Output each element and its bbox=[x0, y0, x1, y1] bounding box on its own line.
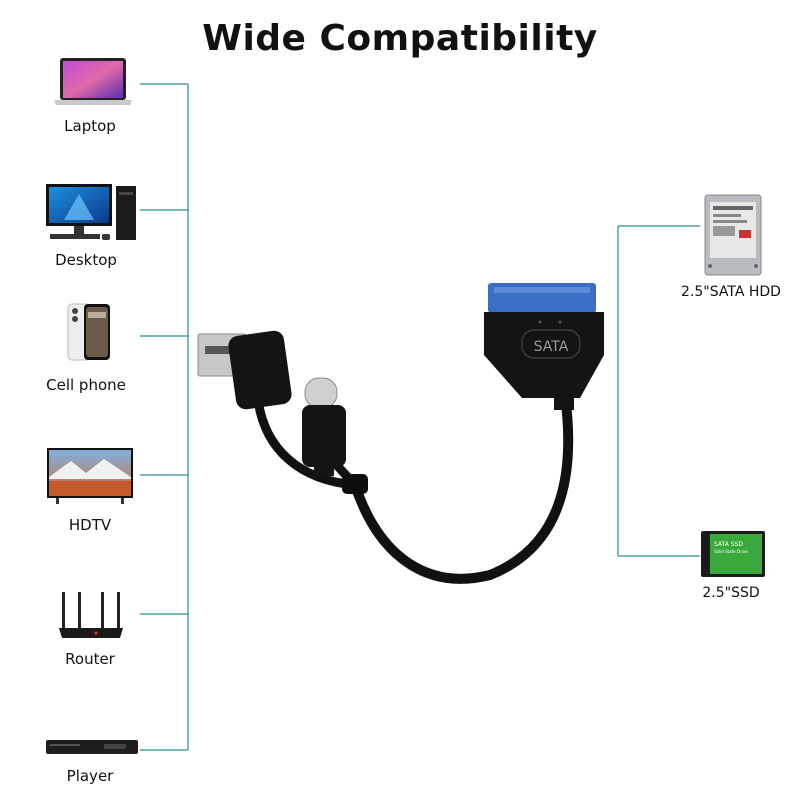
desktop-label: Desktop bbox=[55, 251, 117, 269]
ssd-label: 2.5"SSD bbox=[702, 585, 760, 601]
laptop-label: Laptop bbox=[64, 117, 116, 135]
cell-phone-icon bbox=[67, 303, 110, 361]
player-label: Player bbox=[66, 767, 114, 785]
ssd-icon: SATA SSD Solid State Drive bbox=[701, 531, 765, 577]
sata-usb-cable: SATA bbox=[197, 283, 604, 584]
sata-connector: SATA bbox=[484, 283, 604, 410]
usb-c-connector bbox=[302, 377, 346, 476]
hdd-label: 2.5"SATA HDD bbox=[681, 284, 781, 300]
desktop-icon bbox=[46, 184, 136, 240]
router-label: Router bbox=[65, 650, 115, 668]
hdd-icon bbox=[704, 194, 762, 276]
ssd-brand-text: SATA SSD bbox=[714, 541, 743, 548]
router-icon bbox=[59, 592, 123, 638]
sata-connector-text: SATA bbox=[534, 339, 569, 355]
laptop-icon bbox=[54, 58, 132, 105]
player-icon bbox=[46, 740, 138, 754]
cell-phone-label: Cell phone bbox=[46, 376, 126, 394]
hdtv-icon bbox=[47, 448, 133, 504]
hdtv-label: HDTV bbox=[68, 516, 112, 534]
usb-a-connector bbox=[197, 330, 292, 410]
ssd-sub-text: Solid State Drive bbox=[714, 549, 748, 554]
page-title: Wide Compatibility bbox=[202, 18, 598, 59]
